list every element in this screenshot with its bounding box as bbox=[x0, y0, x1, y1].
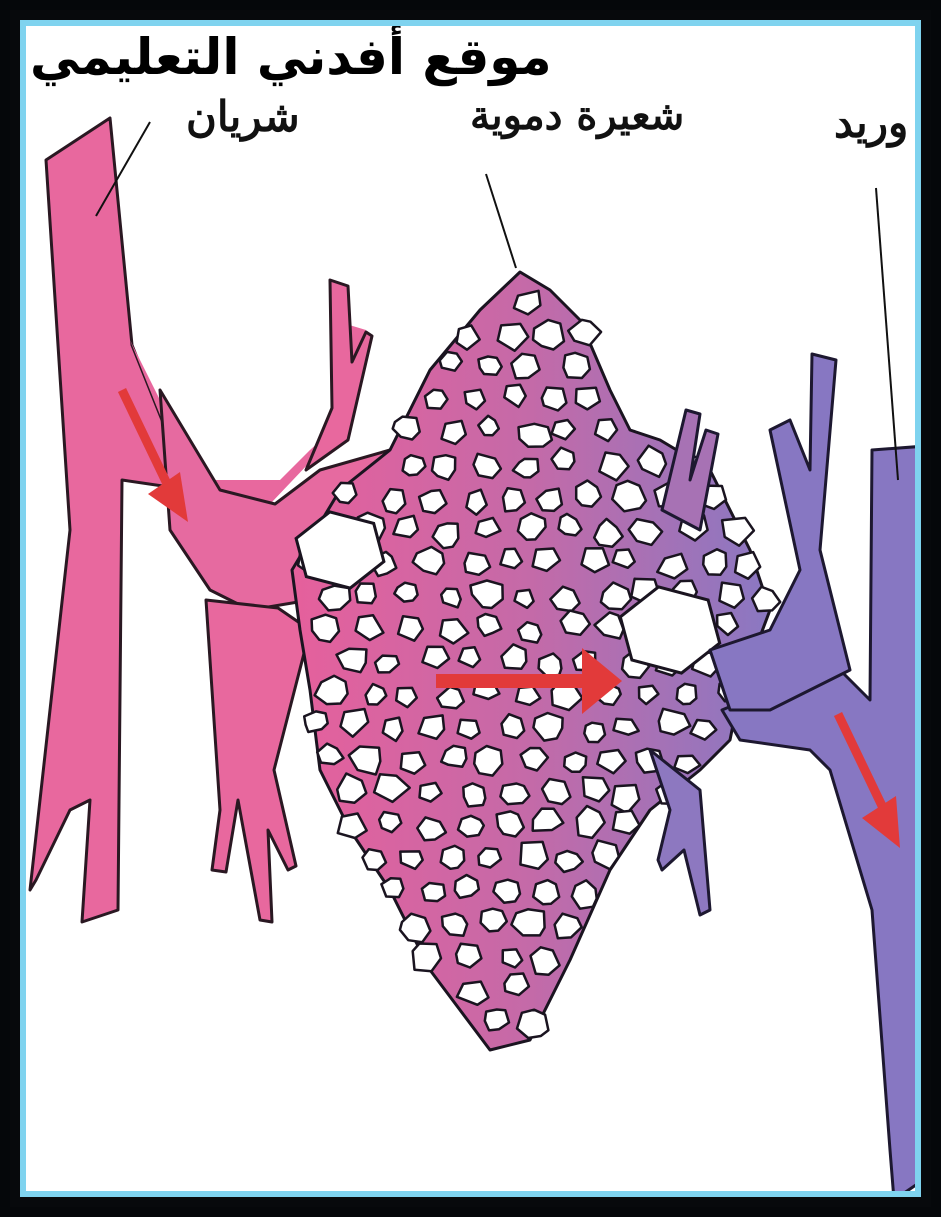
vein-label: وريد bbox=[834, 102, 908, 144]
capillary-cell bbox=[519, 424, 552, 447]
capillary-cell bbox=[458, 816, 484, 837]
watermark-text: موقع أفدني التعليمي bbox=[30, 32, 552, 82]
capillary-network bbox=[292, 272, 780, 1050]
vein-lower-twig bbox=[650, 750, 710, 915]
capillary-cell bbox=[441, 846, 465, 869]
capillary-cell bbox=[677, 684, 697, 704]
artery-upper-twig bbox=[306, 280, 372, 470]
capillary-cell bbox=[500, 784, 529, 805]
capillary-pointer-line bbox=[486, 174, 516, 268]
capillary-label: شعيرة دموية bbox=[470, 96, 684, 136]
capillary-cell bbox=[356, 584, 376, 604]
capillary-cell bbox=[520, 842, 547, 869]
vein-pointer-line bbox=[876, 188, 898, 480]
blood-vessels-diagram bbox=[26, 26, 921, 1197]
capillary-cell bbox=[564, 753, 586, 772]
capillary-cell bbox=[463, 783, 485, 806]
artery-label: شريان bbox=[186, 96, 300, 138]
capillary-cell bbox=[381, 878, 403, 897]
artery-trunk bbox=[30, 118, 190, 922]
capillary-cell bbox=[542, 388, 567, 411]
capillary-cell bbox=[363, 849, 387, 870]
capillary-cell bbox=[422, 883, 445, 901]
capillary-cell bbox=[478, 357, 501, 375]
capillary-cell bbox=[425, 390, 448, 409]
artery-lower-twig bbox=[206, 600, 310, 922]
capillary-cell bbox=[533, 880, 559, 904]
capillary-cell bbox=[703, 549, 726, 575]
capillary-cell bbox=[517, 1010, 548, 1038]
capillary-cell bbox=[539, 654, 562, 677]
capillary-cell bbox=[584, 723, 605, 742]
capillary-cell bbox=[502, 714, 525, 738]
capillary-cell bbox=[563, 353, 590, 378]
diagram-canvas: موقع أفدني التعليمي شريان شعيرة دموية ور… bbox=[20, 20, 921, 1197]
